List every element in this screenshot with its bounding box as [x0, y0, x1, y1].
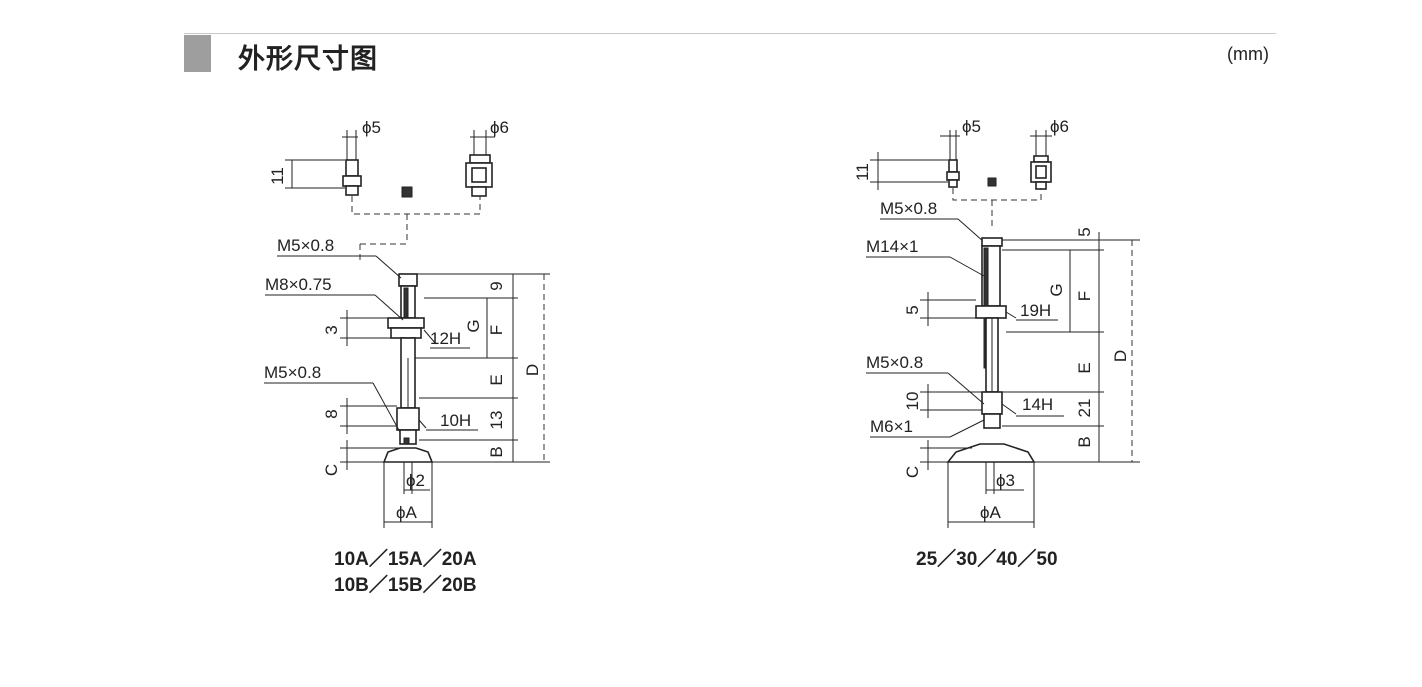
- right-thread-m5-bottom: M5×0.8: [866, 353, 923, 372]
- page-title: 外形尺寸图: [238, 44, 378, 75]
- right-vacuum-pad-body: [946, 237, 1036, 463]
- left-thread-m5-top: M5×0.8: [277, 236, 334, 255]
- left-dim-b: B: [487, 446, 506, 457]
- left-caption-line1: 10A／15A／20A: [334, 549, 477, 570]
- right-dim-b: B: [1075, 436, 1094, 447]
- right-fitting-phi6: ϕ6: [1030, 117, 1069, 190]
- right-phi5-label: ϕ5: [962, 117, 981, 136]
- right-dim-g: G: [1047, 283, 1066, 296]
- left-dim-13: 13: [487, 411, 506, 430]
- right-phi6-label: ϕ6: [1050, 117, 1069, 136]
- right-drawing: ϕ5 11 ϕ6 M5×0.8: [853, 117, 1140, 528]
- left-dim-e: E: [487, 374, 506, 385]
- right-thread-m6: M6×1: [870, 417, 913, 436]
- left-dim-c: C: [322, 464, 341, 476]
- section-marker: [184, 35, 211, 72]
- right-dim-5-top: 5: [1075, 227, 1094, 236]
- left-vacuum-pad-body: [382, 273, 434, 463]
- right-dim-phi3: ϕ3: [996, 471, 1015, 490]
- left-dim-3: 3: [322, 325, 341, 334]
- right-dim-f: F: [1075, 291, 1094, 301]
- right-hex-14h: 14H: [1022, 395, 1053, 414]
- right-dim-10: 10: [903, 392, 922, 411]
- left-dim-11: 11: [268, 167, 287, 185]
- left-dim-8: 8: [322, 409, 341, 418]
- left-phi5-label: ϕ5: [362, 118, 381, 137]
- right-dim-11: 11: [853, 163, 872, 181]
- unit-label: (mm): [1227, 44, 1269, 64]
- right-thread-m14: M14×1: [866, 237, 918, 256]
- right-thread-m5-top: M5×0.8: [880, 199, 937, 218]
- left-hex-12h: 12H: [430, 329, 461, 348]
- right-dim-21: 21: [1075, 399, 1094, 418]
- left-thread-m8: M8×0.75: [265, 275, 332, 294]
- left-caption-line2: 10B／15B／20B: [334, 575, 477, 596]
- right-hex-19h: 19H: [1020, 301, 1051, 320]
- left-phi6-label: ϕ6: [490, 118, 509, 137]
- header-divider: [184, 33, 1276, 34]
- left-dim-phi2: ϕ2: [406, 471, 425, 490]
- left-caption: 10A／15A／20A 10B／15B／20B: [334, 547, 477, 599]
- right-dim-phiA: ϕA: [980, 503, 1002, 522]
- right-caption: 25／30／40／50: [916, 547, 1058, 573]
- left-dim-g: G: [464, 319, 483, 332]
- right-dim-d: D: [1111, 350, 1130, 362]
- right-dim-5-left: 5: [903, 305, 922, 314]
- left-hex-10h: 10H: [440, 411, 471, 430]
- left-dim-9: 9: [487, 281, 506, 290]
- left-fitting-phi6: ϕ6: [465, 118, 509, 197]
- left-dim-phiA: ϕA: [396, 503, 418, 522]
- left-drawing: ϕ5 11 ϕ6: [264, 118, 550, 528]
- left-fitting-phi5: ϕ5 11: [268, 118, 381, 196]
- left-thread-m5-bottom: M5×0.8: [264, 363, 321, 382]
- right-dim-c: C: [903, 466, 922, 478]
- right-fitting-phi5: ϕ5 11: [853, 117, 981, 190]
- right-dim-e: E: [1075, 362, 1094, 373]
- left-dim-d: D: [523, 364, 542, 376]
- right-caption-line1: 25／30／40／50: [916, 549, 1058, 570]
- left-dim-f: F: [487, 325, 506, 335]
